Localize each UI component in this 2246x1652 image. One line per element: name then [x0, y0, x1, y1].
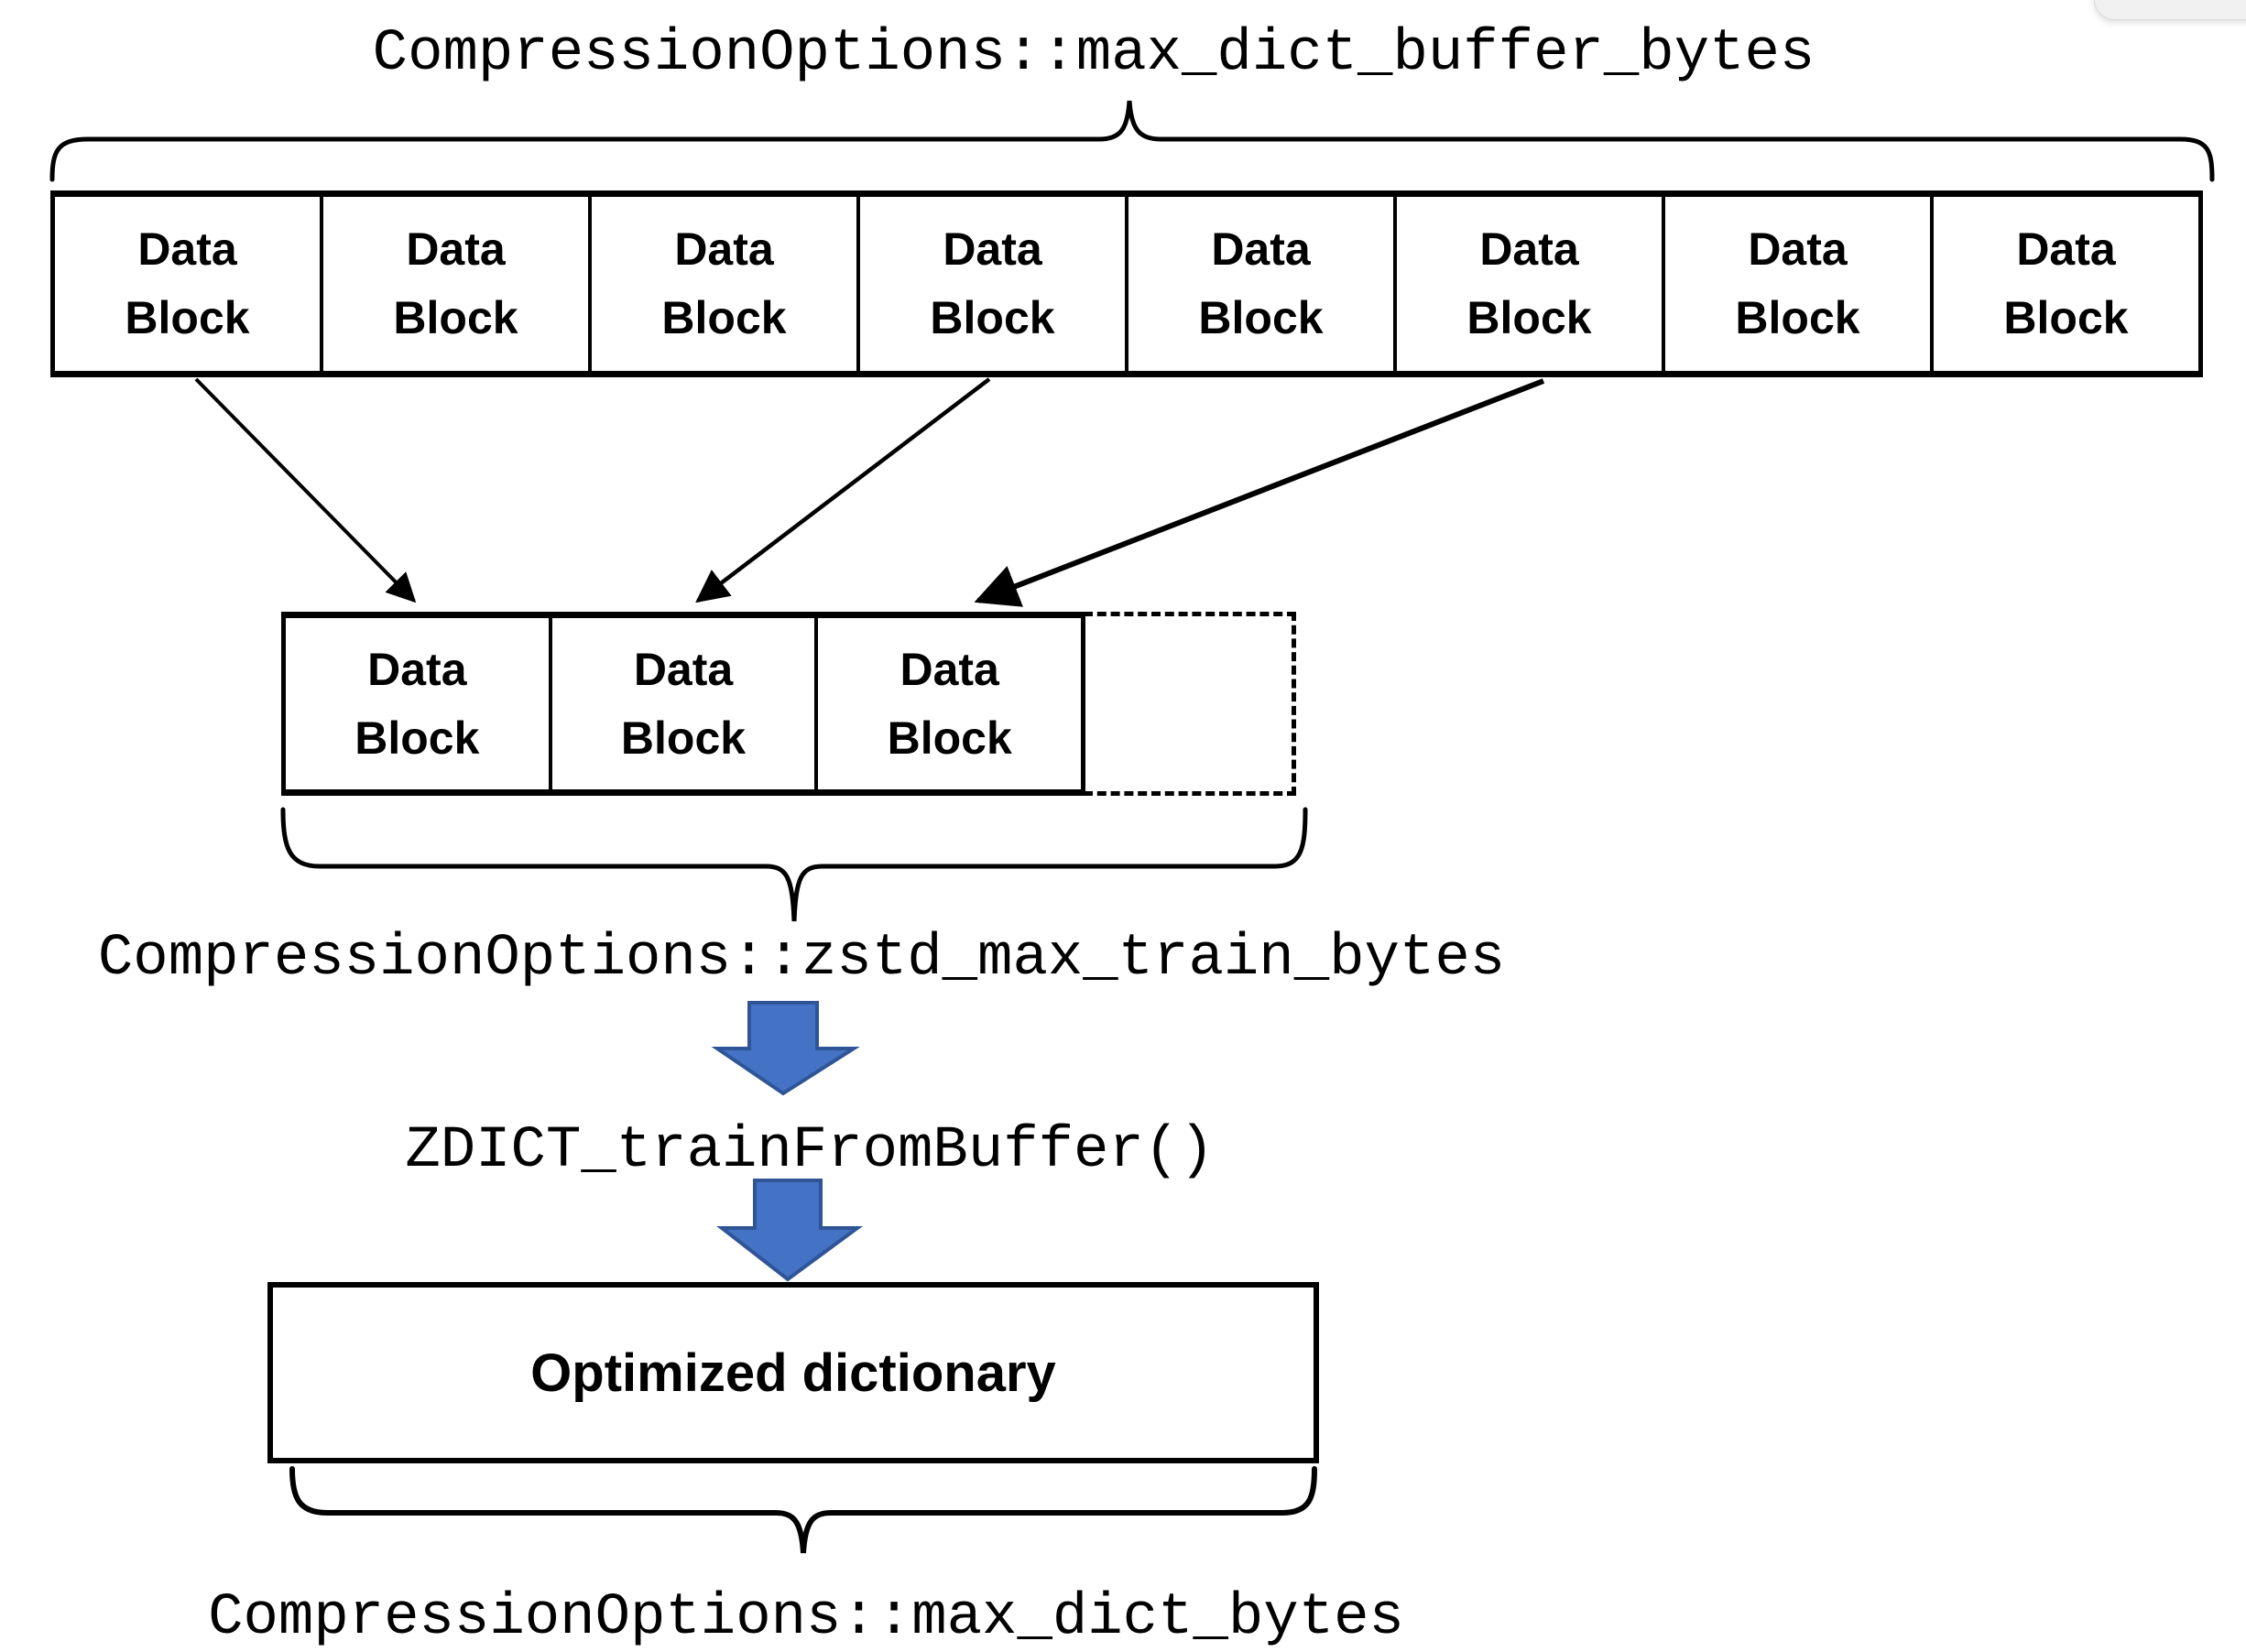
- data-block-label-line: Data: [633, 643, 734, 695]
- data-block-label-line: Data: [899, 643, 999, 695]
- data-block-label-line: Block: [2003, 292, 2129, 343]
- data-block-label-line: Data: [1479, 223, 1579, 275]
- sampling-arrow-2: [695, 377, 991, 603]
- sampling-arrow-1: [194, 377, 417, 603]
- zstd-max-train-bytes-label: CompressionOptions::zstd_max_train_bytes: [97, 926, 1506, 992]
- data-block-label-line: Data: [943, 223, 1042, 275]
- down-block-arrow-2: [716, 1179, 864, 1282]
- data-block-label-line: Block: [620, 712, 747, 764]
- down-block-arrow-1: [711, 1001, 860, 1096]
- data-block-label-line: Block: [393, 292, 518, 343]
- data-block-label-line: Data: [367, 643, 467, 695]
- data-block-label-line: Block: [354, 712, 480, 764]
- data-block-label-line: Block: [1735, 292, 1860, 343]
- optimized-dictionary-caption: Optimized dictionary: [530, 1342, 1056, 1403]
- data-block-label-line: Data: [1211, 223, 1311, 275]
- train-function-label: ZDICT_trainFromBuffer(): [405, 1118, 1215, 1184]
- data-block-label-line: Data: [2016, 223, 2116, 275]
- data-block-label-line: Data: [406, 223, 506, 275]
- data-block-label-line: Data: [674, 223, 774, 275]
- optimized-dictionary-box: Optimized dictionary: [267, 1282, 1319, 1463]
- dashed-empty-slot: [1084, 612, 1296, 796]
- data-block-label-line: Block: [125, 292, 250, 343]
- floating-toolbar-corner: [2094, 0, 2246, 20]
- sampling-arrow-3: [974, 378, 1545, 607]
- data-block-label-line: Data: [1748, 223, 1848, 275]
- max-dict-bytes-label: CompressionOptions::max_dict_bytes: [208, 1585, 1404, 1651]
- data-block-label-line: Block: [1466, 292, 1592, 343]
- underbrace-max-dict: [289, 1466, 1317, 1554]
- data-block-label-line: Block: [887, 712, 1012, 764]
- overbrace-max-dict-buffer: [49, 100, 2215, 182]
- data-block-label-line: Block: [930, 292, 1055, 343]
- data-block-label-line: Block: [1198, 292, 1324, 343]
- data-block-label-line: Block: [661, 292, 787, 343]
- underbrace-zstd-max-train: [280, 807, 1308, 922]
- data-block-label-line: Data: [137, 223, 237, 275]
- max-dict-buffer-bytes-label: CompressionOptions::max_dict_buffer_byte…: [372, 21, 1815, 87]
